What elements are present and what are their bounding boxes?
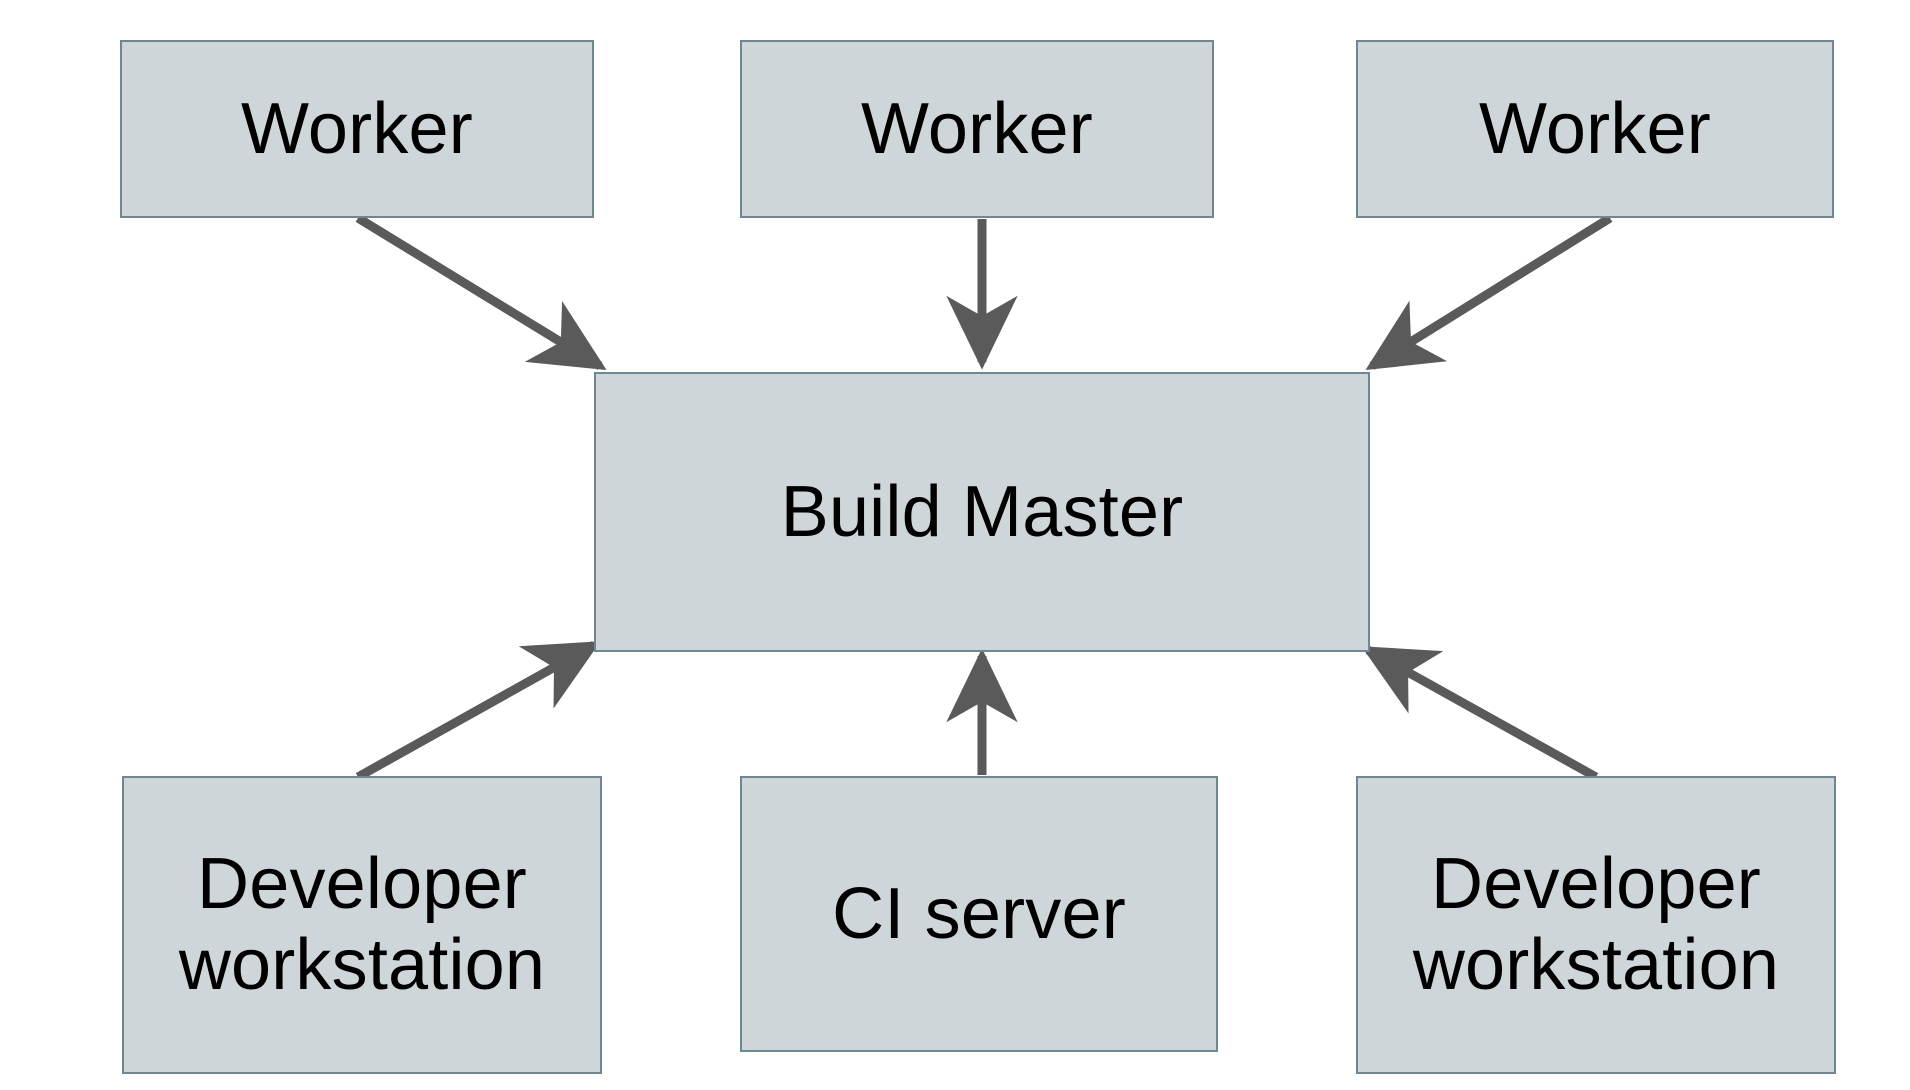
edge-dev-ws-2-to-build-master [1361,646,1599,781]
node-developer-workstation-2-label: Developer workstation [1412,844,1780,1005]
node-build-master[interactable]: Build Master [594,372,1370,652]
edge-dev-ws-1-to-build-master [355,641,601,781]
node-worker-2-label: Worker [861,88,1093,169]
node-worker-3-label: Worker [1479,88,1711,169]
node-ci-server-label: CI server [832,873,1126,954]
node-build-master-label: Build Master [780,471,1184,552]
edge-worker-1-to-build-master [355,214,607,370]
node-worker-1[interactable]: Worker [120,40,594,218]
node-worker-2[interactable]: Worker [740,40,1214,218]
node-developer-workstation-1[interactable]: Developer workstation [122,776,602,1074]
node-developer-workstation-2[interactable]: Developer workstation [1356,776,1836,1074]
node-ci-server[interactable]: CI server [740,776,1218,1052]
edge-worker-3-to-build-master [1365,214,1613,371]
node-worker-1-label: Worker [241,88,473,169]
node-worker-3[interactable]: Worker [1356,40,1834,218]
node-developer-workstation-1-label: Developer workstation [178,844,546,1005]
